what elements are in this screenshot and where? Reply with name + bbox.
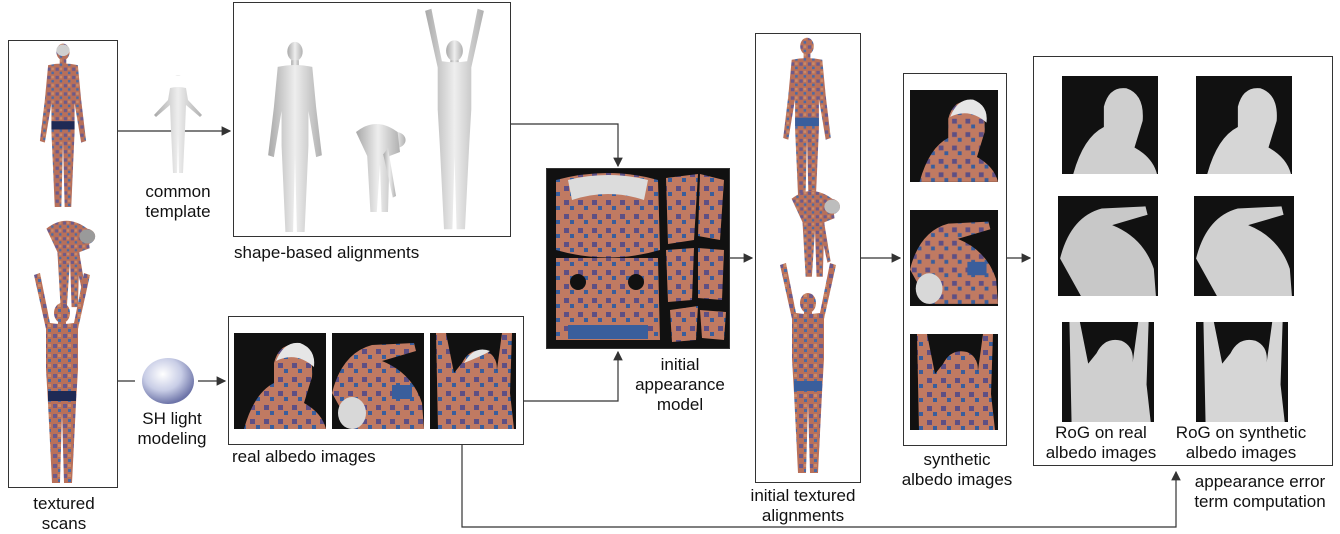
label-textured-scans: textured scans [14, 494, 114, 534]
rog-synthetic-image-2 [1194, 196, 1294, 296]
textured-scan-standing [18, 42, 108, 207]
shape-alignment-arms-up [402, 6, 507, 232]
arrow-shape-to-model [511, 124, 618, 166]
synthetic-albedo-image-2 [910, 210, 998, 306]
rog-real-image-1 [1062, 76, 1158, 174]
synthetic-albedo-image-1 [910, 90, 998, 182]
label-real-albedo-images: real albedo images [232, 447, 376, 467]
label-synthetic-albedo-images: synthetic albedo images [892, 450, 1022, 490]
label-common-template: common template [128, 182, 228, 222]
common-template-mesh [148, 75, 208, 175]
label-shape-based-alignments: shape-based alignments [234, 243, 419, 263]
rog-synthetic-image-1 [1196, 76, 1292, 174]
label-rog-real: RoG on real albedo images [1036, 423, 1166, 463]
label-sh-light-modeling: SH light modeling [122, 409, 222, 449]
rog-synthetic-image-3 [1196, 322, 1288, 422]
textured-alignment-arms-up [758, 258, 858, 478]
rog-real-image-2 [1058, 196, 1158, 296]
arrow-albedo-to-model [524, 352, 618, 401]
real-albedo-image-1 [234, 333, 326, 429]
shape-alignment-standing [245, 40, 345, 232]
real-albedo-image-2 [332, 333, 424, 429]
label-appearance-error: appearance error term computation [1180, 472, 1340, 512]
label-rog-synthetic: RoG on synthetic albedo images [1166, 423, 1316, 463]
textured-scan-arms-up [12, 268, 112, 488]
label-initial-appearance-model: initial appearance model [630, 355, 730, 415]
synthetic-albedo-image-3 [910, 334, 998, 430]
sh-light-sphere [140, 356, 196, 406]
appearance-texture-atlas [548, 170, 728, 347]
label-initial-textured-alignments: initial textured alignments [738, 486, 868, 526]
real-albedo-image-3 [430, 333, 516, 429]
rog-real-image-3 [1062, 322, 1154, 422]
